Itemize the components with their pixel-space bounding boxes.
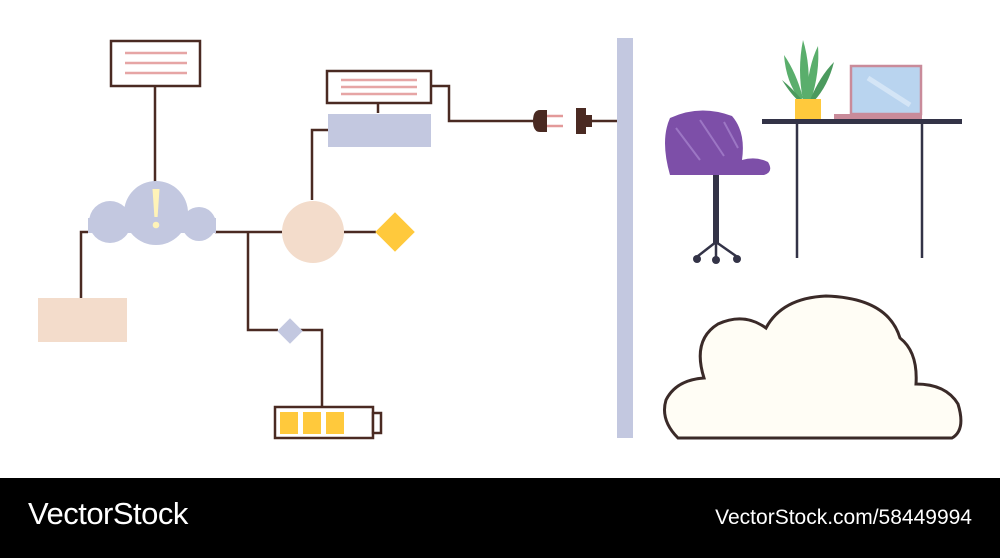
battery-cells	[280, 412, 344, 434]
battery-cell	[303, 412, 321, 434]
chair-icon	[665, 110, 771, 264]
top-note-box	[109, 39, 202, 88]
laptop-icon	[834, 64, 923, 119]
large-cloud	[663, 294, 963, 440]
lavender-diamond	[277, 318, 303, 344]
brand-logo: VectorStock	[28, 496, 188, 531]
network-illustration	[38, 38, 963, 440]
plug-icon	[533, 110, 563, 132]
desk-icon	[762, 119, 962, 258]
battery-icon	[273, 405, 383, 440]
watermark-footer: VectorStock VectorStock.com/58449994	[0, 478, 1000, 558]
hub-circle	[282, 201, 344, 263]
socket-icon	[576, 108, 592, 134]
alert-cloud-icon	[88, 181, 216, 245]
divider-wall	[617, 38, 633, 438]
yellow-diamond	[375, 212, 415, 252]
upper-note-box	[325, 69, 433, 105]
battery-cell	[280, 412, 298, 434]
battery-cell	[326, 412, 344, 434]
peach-block	[38, 298, 127, 342]
connector-lines	[79, 84, 617, 407]
image-id-label: VectorStock.com/58449994	[715, 506, 972, 529]
lavender-block	[328, 114, 431, 147]
plant-icon	[782, 40, 834, 119]
